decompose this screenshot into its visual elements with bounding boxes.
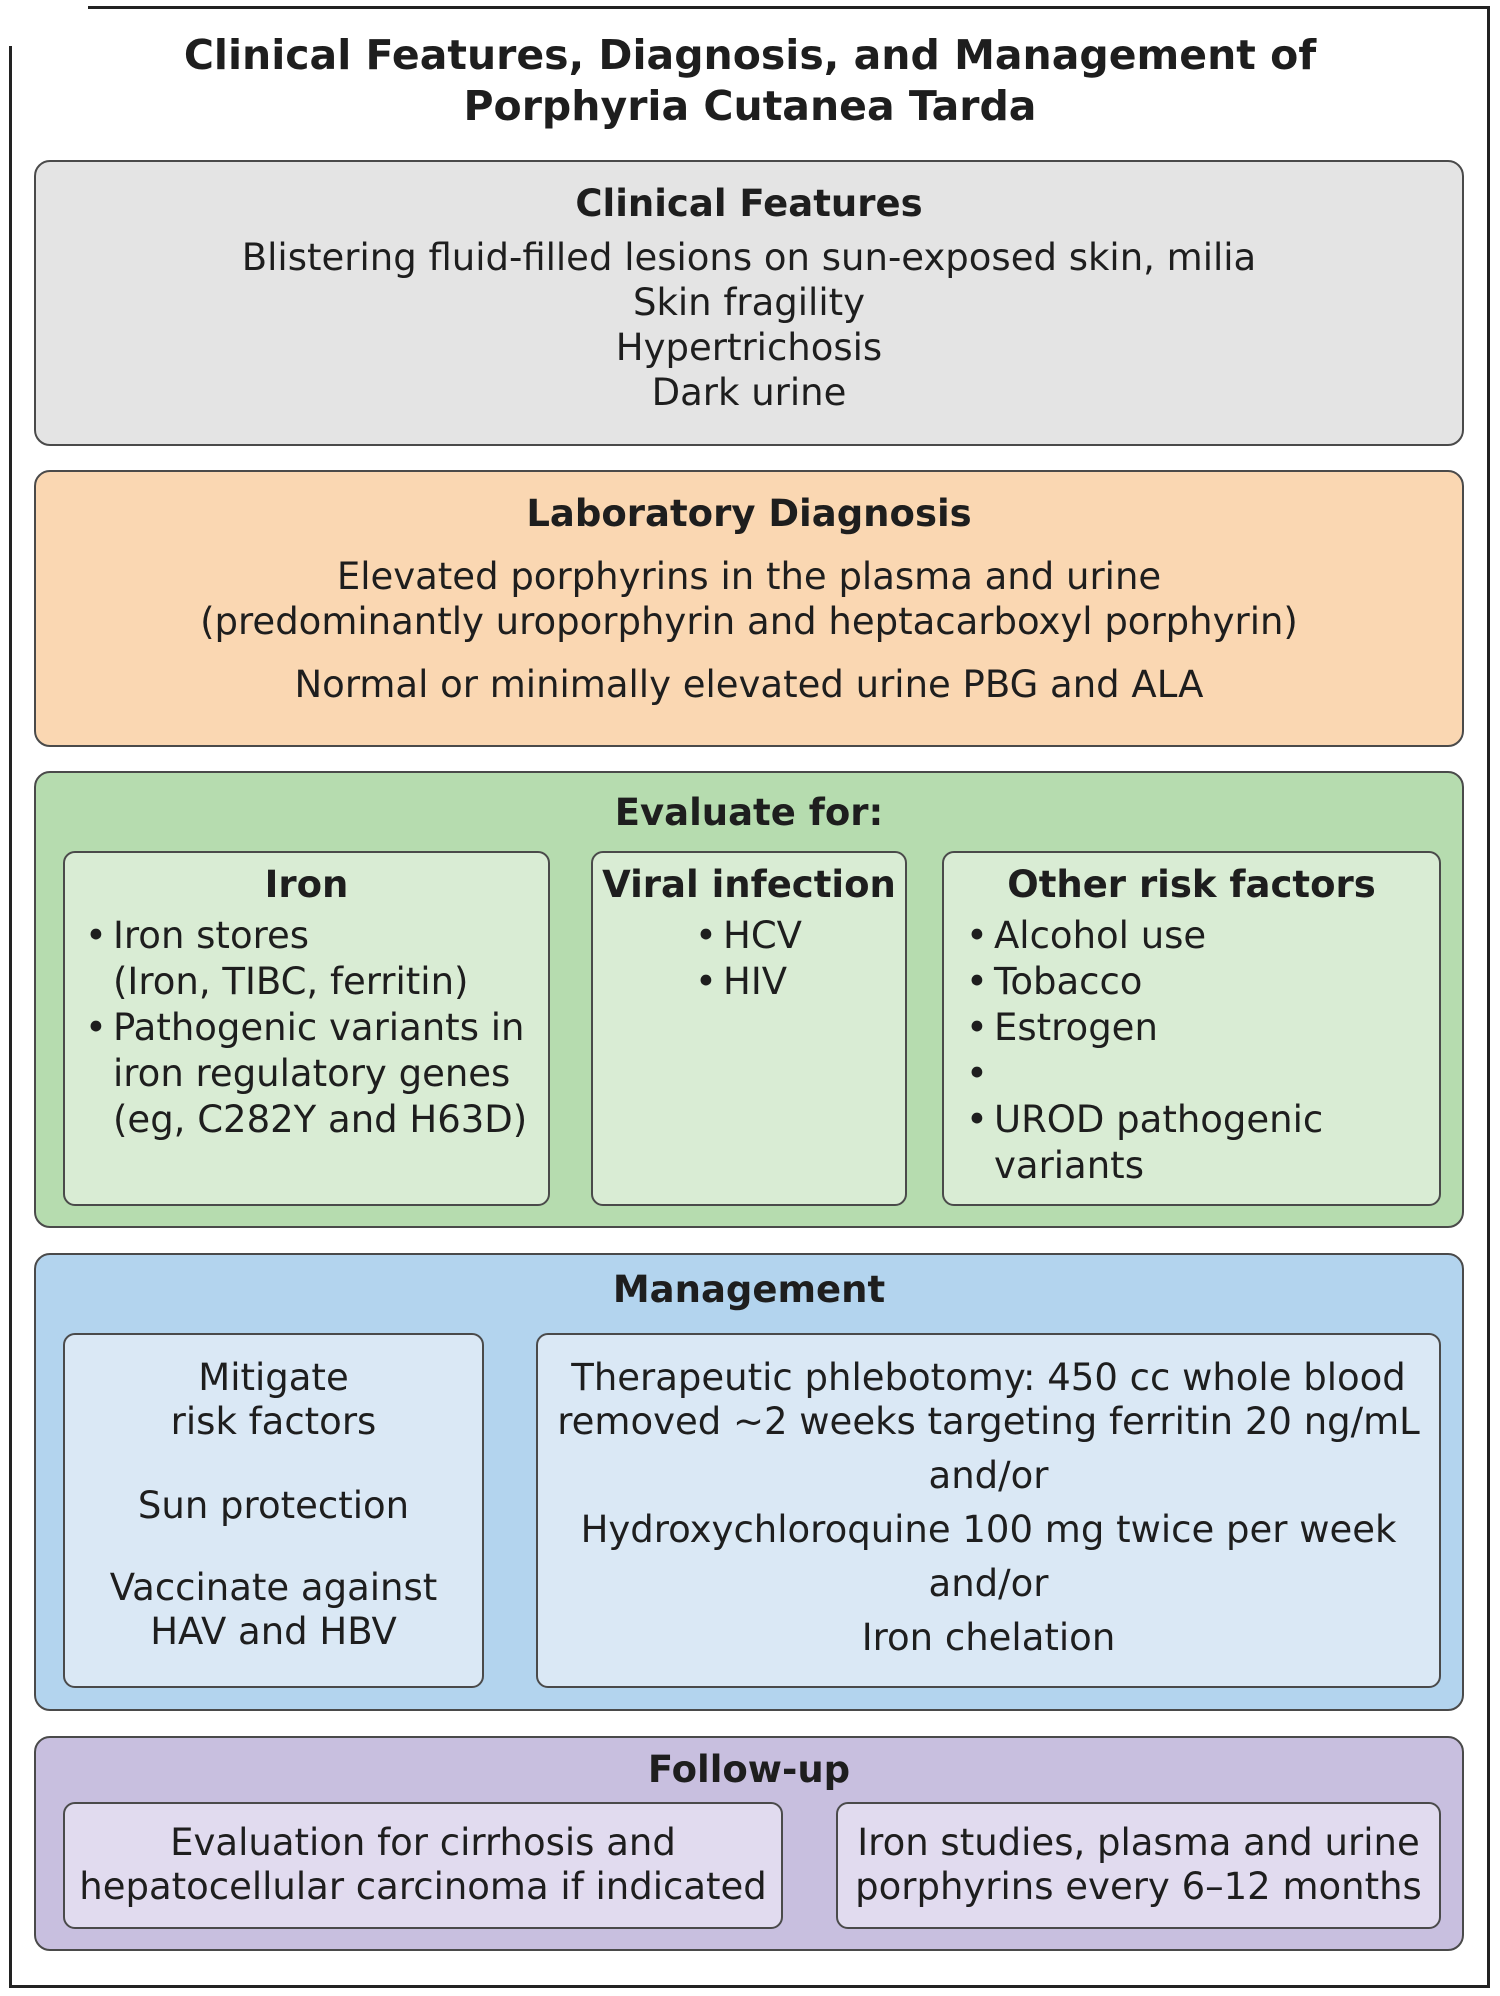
- risk-factor-item: Alcohol use: [966, 913, 1431, 959]
- mitigate-line: Mitigate: [198, 1356, 349, 1399]
- risk-factor-item: Estrogen: [966, 1005, 1431, 1051]
- hav-hbv-line: HAV and HBV: [150, 1610, 397, 1653]
- hydroxychloroquine-line: Hydroxychloroquine 100 mg twice per week: [580, 1508, 1397, 1551]
- other-risk-factors-heading: Other risk factors: [1007, 863, 1376, 906]
- other-risk-factors-box: Other risk factors Alcohol use Tobacco E…: [942, 851, 1441, 1206]
- iron-item: Pathogenic variants in iron regulatory g…: [85, 1005, 540, 1143]
- risk-factor-item: Tobacco: [966, 959, 1431, 1005]
- clinical-features-panel: Clinical Features Blistering fluid-fille…: [34, 160, 1464, 446]
- evaluate-heading: Evaluate for:: [614, 791, 884, 834]
- lab-line-1: Elevated porphyrins in the plasma and ur…: [336, 555, 1162, 598]
- cirrhosis-line-1: Evaluation for cirrhosis and: [170, 1821, 676, 1864]
- management-right-box: Therapeutic phlebotomy: 450 cc whole blo…: [536, 1333, 1441, 1688]
- figure-title: Clinical Features, Diagnosis, and Manage…: [60, 30, 1440, 132]
- viral-item: HIV: [695, 959, 875, 1005]
- clinical-feature-item: Skin fragility: [632, 281, 866, 324]
- followup-right-box: Iron studies, plasma and urine porphyrin…: [836, 1802, 1441, 1929]
- other-risk-list: Alcohol use Tobacco Estrogen UROD pathog…: [966, 913, 1431, 1189]
- cirrhosis-line-2: hepatocellular carcinoma if indicated: [79, 1865, 767, 1908]
- frame-left-border: [9, 46, 12, 1988]
- management-heading: Management: [612, 1268, 886, 1311]
- iron-chelation-line: Iron chelation: [861, 1616, 1116, 1659]
- followup-left-box: Evaluation for cirrhosis and hepatocellu…: [63, 1802, 783, 1929]
- laboratory-diagnosis-heading: Laboratory Diagnosis: [526, 492, 972, 535]
- iron-box: Iron Iron stores (Iron, TIBC, ferritin) …: [63, 851, 550, 1206]
- phlebotomy-line-1: Therapeutic phlebotomy: 450 cc whole blo…: [571, 1356, 1406, 1399]
- viral-item: HCV: [695, 913, 875, 959]
- lab-line-2: (predominantly uroporphyrin and heptacar…: [200, 600, 1298, 643]
- iron-list: Iron stores (Iron, TIBC, ferritin) Patho…: [85, 913, 540, 1143]
- iron-studies-line-2: porphyrins every 6–12 months: [855, 1865, 1422, 1908]
- phlebotomy-line-2: removed ~2 weeks targeting ferritin 20 n…: [557, 1400, 1420, 1443]
- viral-infection-heading: Viral infection: [602, 863, 896, 906]
- management-panel: Management Mitigate risk factors Sun pro…: [34, 1253, 1464, 1711]
- followup-heading: Follow-up: [647, 1748, 851, 1791]
- laboratory-diagnosis-panel: Laboratory Diagnosis Elevated porphyrins…: [34, 470, 1464, 747]
- and-or-line: and/or: [928, 1454, 1049, 1497]
- management-left-box: Mitigate risk factors Sun protection Vac…: [63, 1333, 484, 1688]
- figure-frame: [12, 6, 1490, 1988]
- risk-factors-line: risk factors: [170, 1400, 377, 1443]
- and-or-line: and/or: [928, 1562, 1049, 1605]
- clinical-feature-item: Hypertrichosis: [615, 326, 883, 369]
- iron-item: Iron stores (Iron, TIBC, ferritin): [85, 913, 540, 1005]
- clinical-feature-item: Dark urine: [651, 371, 847, 414]
- vaccinate-line: Vaccinate against: [109, 1566, 438, 1609]
- clinical-feature-item: Blistering fluid-filled lesions on sun-e…: [241, 236, 1257, 279]
- risk-factor-item: [966, 1051, 1431, 1097]
- title-line-2: Porphyria Cutanea Tarda: [463, 82, 1037, 130]
- viral-list: HCV HIV: [695, 913, 875, 1005]
- evaluate-panel: Evaluate for: Iron Iron stores (Iron, TI…: [34, 771, 1464, 1228]
- clinical-features-heading: Clinical Features: [575, 182, 923, 225]
- frame-top-border: [88, 6, 1490, 9]
- sun-protection-line: Sun protection: [137, 1484, 410, 1527]
- followup-panel: Follow-up Evaluation for cirrhosis and h…: [34, 1736, 1464, 1951]
- iron-heading: Iron: [264, 863, 349, 906]
- iron-studies-line-1: Iron studies, plasma and urine: [857, 1821, 1420, 1864]
- title-line-1: Clinical Features, Diagnosis, and Manage…: [183, 31, 1317, 79]
- lab-line-3: Normal or minimally elevated urine PBG a…: [294, 663, 1204, 706]
- risk-factor-item: UROD pathogenic variants: [966, 1097, 1431, 1189]
- viral-infection-box: Viral infection HCV HIV: [591, 851, 907, 1206]
